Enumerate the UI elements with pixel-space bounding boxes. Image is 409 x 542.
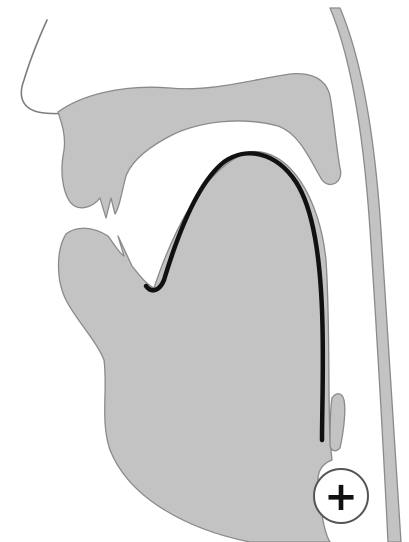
tongue-and-lower-jaw [59,152,333,542]
pharyngeal-wall [330,8,401,542]
epiglottis [330,394,345,451]
voicing-plus-sign: + [324,474,358,520]
voicing-indicator: + [314,469,368,523]
